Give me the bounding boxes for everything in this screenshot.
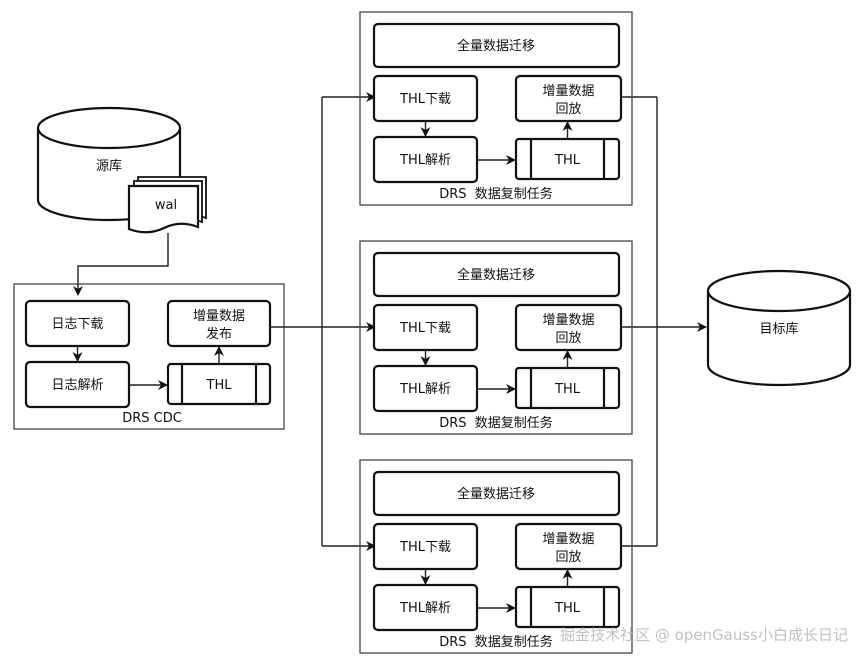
task-title: DRS 数据复制任务 [439,415,553,431]
replay-label-line1: 增量数据 [542,313,594,328]
target-db-cylinder-top [706,269,852,313]
target-database: 目标库 [706,269,852,387]
full-migration-label: 全量数据迁移 [457,267,535,283]
cdc-thl-label: THL [206,378,233,393]
full-migration-node[interactable] [372,470,621,517]
task-frame [359,240,633,435]
thl-label: THL [554,382,581,397]
thl-label: THL [554,601,581,616]
replay-label-line2: 回放 [555,550,581,565]
cdc-log-parse-label: 日志解析 [51,378,103,393]
thl-parse-label: THL解析 [399,601,451,616]
cdc-frame [13,283,285,430]
cdc-publish-label-line1: 增量数据 [193,309,245,324]
document-icon [127,184,200,234]
connector-wal-to-cdc [73,233,169,296]
full-migration-label: 全量数据迁移 [457,38,535,54]
full-migration-label: 全量数据迁移 [457,486,535,502]
replay-label-line2: 回放 [555,331,581,346]
source-db-label: 源库 [96,158,122,174]
cdc-publish-label-line2: 发布 [206,326,232,342]
cdc-log-download-label: 日志下载 [51,317,103,332]
fanout-connectors [270,92,376,551]
thl-parse-label: THL解析 [399,153,451,168]
thl-download-label: THL下载 [399,92,451,107]
replay-label-line1: 增量数据 [542,84,594,99]
thl-download-label: THL下载 [399,540,451,555]
full-migration-node[interactable] [372,22,621,69]
drs-cdc-group: 日志下载 日志解析 THL 增量数据 发布 DRS CDC [13,283,285,430]
wal-log-files: wal [127,176,207,234]
task-frame [359,11,633,206]
fanin-connectors [621,96,707,547]
full-migration-node[interactable] [372,251,621,298]
target-db-label: 目标库 [759,321,798,337]
thl-download-label: THL下载 [399,321,451,336]
wal-label: wal [155,198,177,213]
thl-parse-label: THL解析 [399,382,451,397]
cdc-title: DRS CDC [122,411,182,426]
task-title: DRS 数据复制任务 [439,186,553,202]
replay-label-line2: 回放 [555,102,581,117]
replay-label-line1: 增量数据 [542,532,594,547]
task-title: DRS 数据复制任务 [439,634,553,650]
target-db-cylinder-icon [706,291,852,387]
source-db-cylinder-top [36,106,182,150]
watermark: 掘金技术社区 @ openGauss小白成长日记 [560,626,848,644]
thl-label: THL [554,153,581,168]
task-frame [359,459,633,654]
